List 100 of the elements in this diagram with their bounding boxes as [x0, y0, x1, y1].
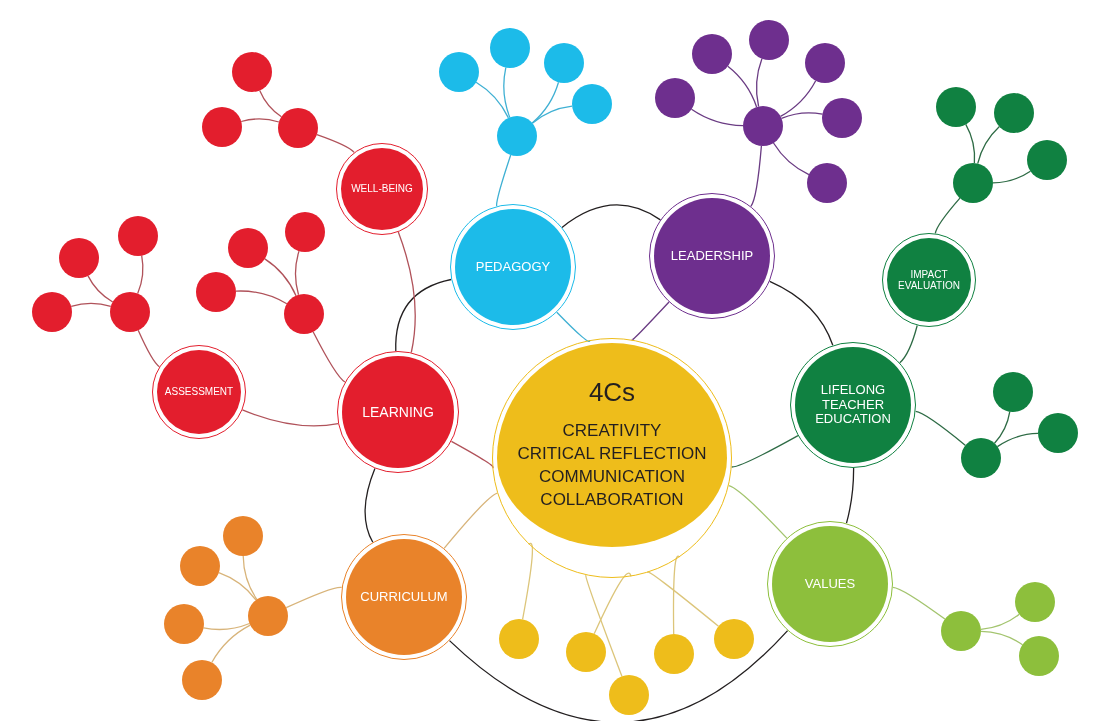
connector-line	[312, 331, 346, 383]
connector-line	[495, 154, 512, 207]
concept-text: CRITICAL REFLECTION	[517, 443, 707, 465]
connector-line	[235, 290, 288, 305]
branch-dot	[994, 93, 1034, 133]
connector-line	[137, 255, 144, 295]
connector-line	[448, 629, 789, 721]
connector-line	[993, 411, 1011, 444]
connector-line	[443, 492, 498, 550]
branch-dot	[993, 372, 1033, 412]
connector-line	[475, 81, 510, 119]
connector-line	[364, 467, 376, 543]
connector-line	[899, 324, 918, 364]
connector-line	[672, 555, 681, 635]
branch-dot	[228, 228, 268, 268]
topic-label: CURRICULUM	[360, 589, 448, 605]
connector-line	[585, 574, 623, 677]
connector-line	[202, 622, 251, 631]
branch-dot	[941, 611, 981, 651]
branch-dot	[1038, 413, 1078, 453]
branch-dot	[807, 163, 847, 203]
connector-line	[934, 197, 961, 235]
connector-line	[996, 432, 1039, 448]
branch-dot	[248, 596, 288, 636]
topic-label: LEADERSHIP	[670, 248, 754, 264]
connector-line	[397, 231, 416, 354]
branch-dot	[59, 238, 99, 278]
branch-dot	[232, 52, 272, 92]
connector-line	[240, 118, 280, 123]
topic-label: ASSESSMENT	[164, 386, 234, 398]
branch-dot	[499, 619, 539, 659]
branch-dot	[714, 619, 754, 659]
branch-dot	[609, 675, 649, 715]
topic-label: LEARNING	[362, 403, 434, 421]
branch-dot	[1015, 582, 1055, 622]
connector-line	[70, 302, 112, 307]
branch-dot	[654, 634, 694, 674]
connector-line	[965, 123, 976, 164]
branch-dot	[439, 52, 479, 92]
connector-line	[728, 485, 788, 539]
branch-dot	[223, 516, 263, 556]
branch-dot	[822, 98, 862, 138]
branch-dot	[110, 292, 150, 332]
branch-dot	[544, 43, 584, 83]
connector-line	[980, 630, 1024, 646]
connector-line	[521, 542, 534, 620]
branch-dot	[743, 106, 783, 146]
concept-text: COLLABORATION	[540, 488, 684, 511]
connector-line	[531, 81, 560, 124]
branch-dot	[1019, 636, 1059, 676]
branch-dot	[961, 438, 1001, 478]
connector-line	[755, 58, 763, 108]
branch-dot	[655, 78, 695, 118]
branch-dot	[164, 604, 204, 644]
topic-label: VALUES	[804, 576, 856, 592]
connector-line	[531, 105, 573, 124]
branch-dot	[572, 84, 612, 124]
connector-line	[646, 571, 720, 627]
connector-line	[561, 204, 662, 229]
branch-dot	[182, 660, 222, 700]
branch-dot	[490, 28, 530, 68]
connector-line	[264, 258, 297, 297]
topic-label: LIFELONG TEACHER EDUCATION	[814, 382, 892, 428]
branch-dot	[278, 108, 318, 148]
branch-dot	[805, 43, 845, 83]
branch-dot	[196, 272, 236, 312]
connector-line	[211, 624, 251, 664]
connector-line	[690, 108, 744, 127]
connector-line	[395, 278, 452, 352]
branch-dot	[566, 632, 606, 672]
branch-dot	[1027, 140, 1067, 180]
branch-dot	[497, 116, 537, 156]
branch-dot	[953, 163, 993, 203]
topic-label: IMPACT EVALUATION	[897, 268, 961, 292]
concept-text: CREATIVITY	[562, 420, 662, 443]
connector-line	[259, 89, 283, 118]
connector-line	[892, 586, 946, 620]
connector-line	[769, 280, 834, 346]
connector-line	[593, 572, 632, 635]
connector-line	[915, 410, 967, 447]
connector-line	[285, 586, 343, 609]
concept-text: COMMUNICATION	[538, 465, 686, 488]
connector-line	[727, 65, 758, 108]
connector-line	[87, 275, 114, 303]
branch-dot	[936, 87, 976, 127]
connector-line	[631, 301, 670, 341]
connector-line	[780, 112, 824, 120]
connector-line	[980, 613, 1020, 631]
branch-dot	[285, 212, 325, 252]
topic-label: PEDAGOGY	[475, 259, 551, 275]
connector-line	[779, 80, 817, 118]
connector-line	[294, 250, 300, 296]
connector-line	[992, 170, 1032, 184]
heading-text: 4Cs	[588, 378, 636, 409]
connector-line	[750, 145, 763, 208]
connector-line	[772, 142, 810, 176]
connector-line	[316, 133, 355, 154]
branch-dot	[180, 546, 220, 586]
branch-dot	[284, 294, 324, 334]
connector-line	[977, 125, 1001, 165]
